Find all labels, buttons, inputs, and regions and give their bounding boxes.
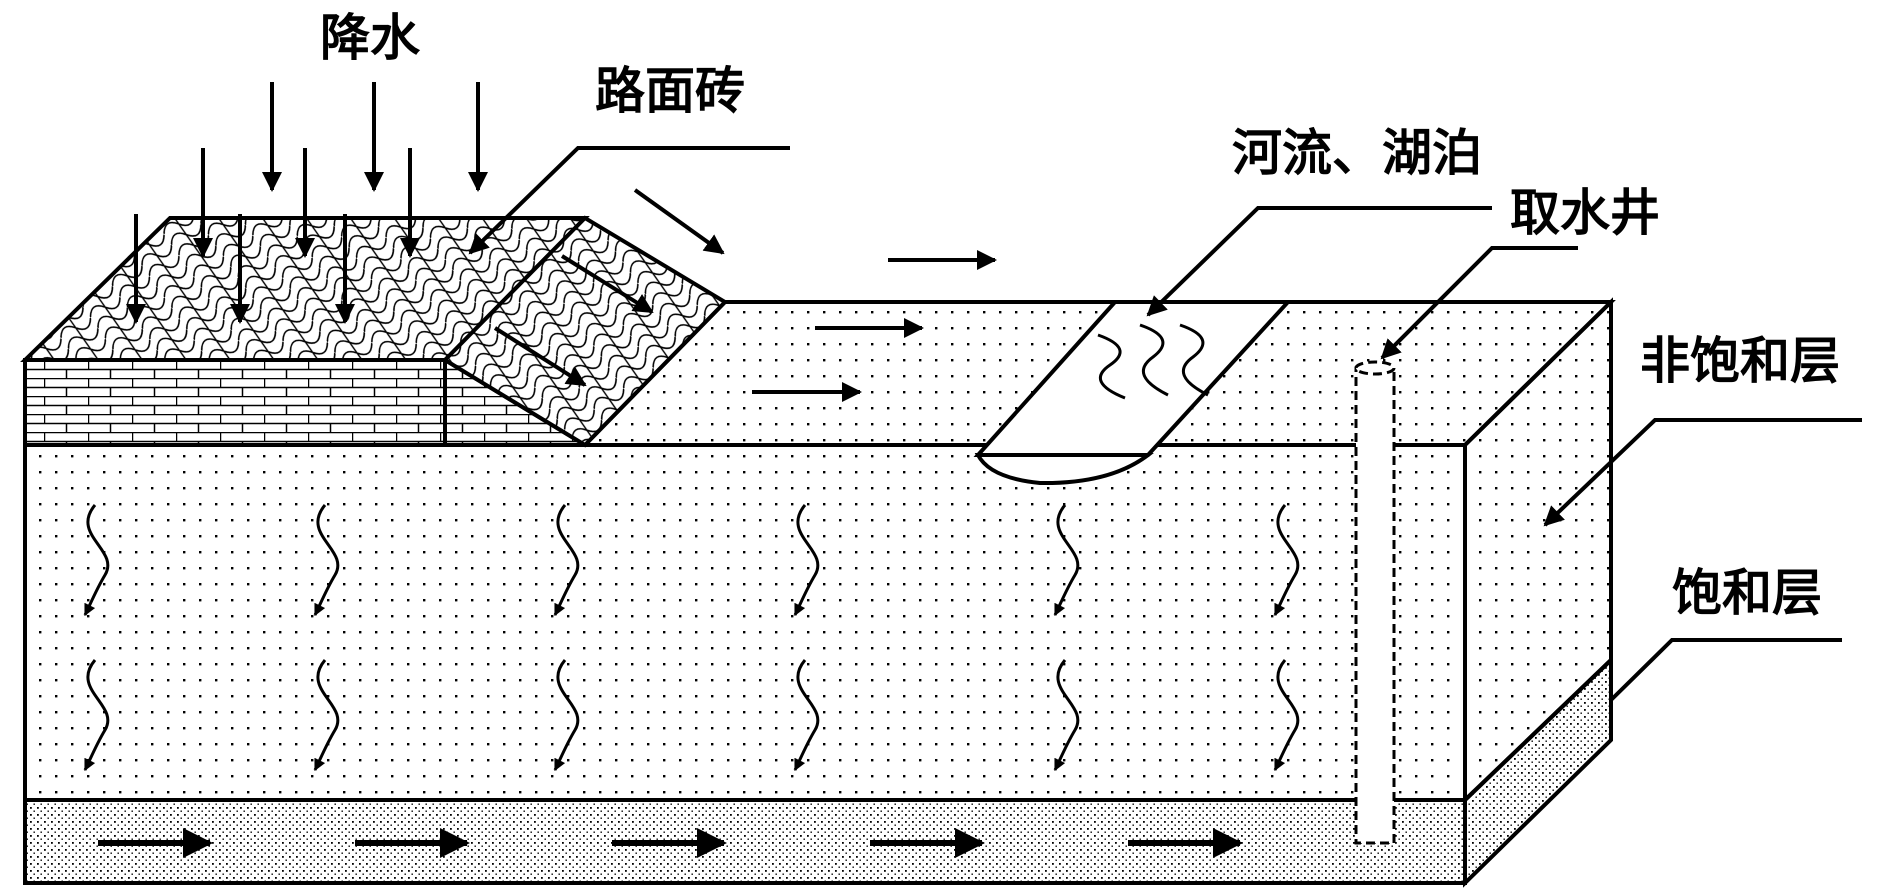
infiltration-arrows: [83, 504, 1300, 772]
precipitation-label: 降水: [320, 8, 421, 67]
runoff-arrows: [493, 188, 997, 402]
river-lake: [973, 300, 1293, 486]
water-wave-icon: [1097, 333, 1126, 400]
precipitation-arrows: [126, 82, 488, 324]
paving-brick-label: 路面砖: [595, 61, 745, 120]
leader-lines: [468, 146, 1862, 702]
saturated-zone-front: [23, 798, 1467, 885]
water-well: [1354, 360, 1396, 845]
river-lake-label: 河流、湖泊: [1232, 123, 1482, 182]
unsaturated-zone-front: [23, 443, 1467, 802]
water-wave-icon: [1179, 323, 1209, 397]
unsaturated-zone-label: 非饱和层: [1640, 331, 1840, 390]
paving-brick-block: [20, 215, 729, 448]
water-well-label: 取水井: [1510, 183, 1660, 242]
saturated-zone-label: 饱和层: [1672, 563, 1822, 622]
water-wave-icon: [1139, 323, 1169, 397]
